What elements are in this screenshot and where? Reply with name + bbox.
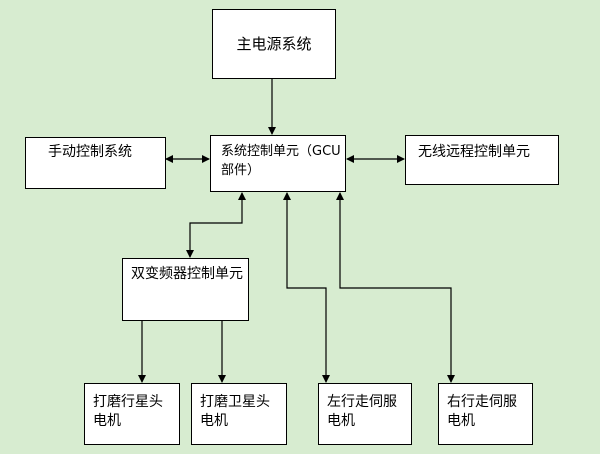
node-manual-control-label: 手动控制系统 [48, 144, 132, 160]
node-dual-inverter: 双变频器控制单元 [122, 258, 249, 321]
node-gcu: 系统控制单元（GCU部件） [210, 135, 346, 192]
node-left-servo-motor-label: 左行走伺服电机 [327, 394, 397, 429]
node-main-power: 主电源系统 [212, 9, 336, 79]
edge-gcu-right [336, 192, 455, 383]
node-right-servo-motor: 右行走伺服电机 [438, 383, 533, 445]
node-grind-planet-motor-label: 打磨行星头电机 [93, 394, 163, 429]
node-left-servo-motor: 左行走伺服电机 [318, 383, 412, 445]
node-grind-satellite-motor: 打磨卫星头电机 [191, 383, 287, 445]
edge-gcu-dual [186, 192, 246, 258]
node-main-power-label: 主电源系统 [236, 34, 312, 53]
node-manual-control: 手动控制系统 [25, 137, 166, 189]
edge-gcu-left [283, 192, 330, 383]
node-right-servo-motor-label: 右行走伺服电机 [447, 394, 517, 429]
node-remote-control-label: 无线远程控制单元 [418, 144, 530, 160]
node-gcu-label: 系统控制单元（GCU部件） [221, 144, 341, 178]
node-remote-control: 无线远程控制单元 [405, 135, 559, 185]
node-dual-inverter-label: 双变频器控制单元 [131, 266, 243, 282]
node-grind-planet-motor: 打磨行星头电机 [84, 383, 180, 445]
node-grind-satellite-motor-label: 打磨卫星头电机 [200, 394, 270, 429]
